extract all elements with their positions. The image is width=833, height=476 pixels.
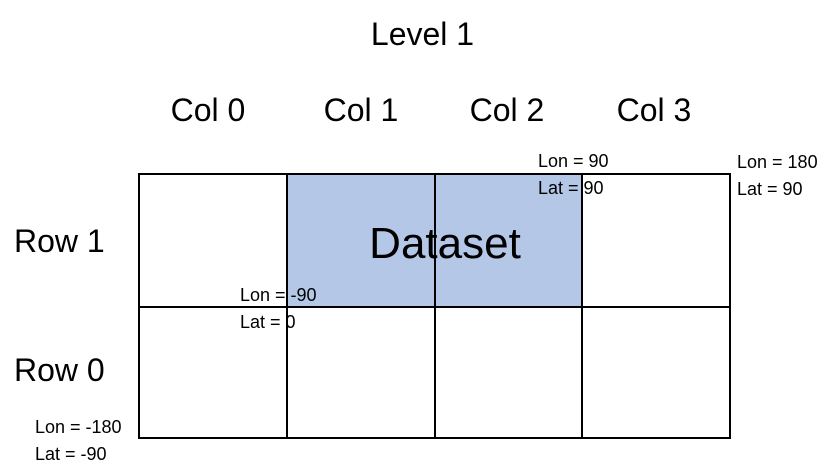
row-label-0: Row 0 [14, 352, 105, 388]
coord-bottom-left-lat: Lat = -90 [35, 444, 107, 464]
coord-dataset-top-right-lon: Lon = 90 [538, 151, 609, 171]
grid-line-col-4 [729, 173, 731, 439]
coord-bottom-left-lon: Lon = -180 [35, 417, 122, 437]
dataset-label: Dataset [369, 219, 521, 268]
coord-dataset-bottom-left-lat: Lat = 0 [240, 312, 296, 332]
column-label-1: Col 1 [323, 92, 399, 128]
diagram-title: Level 1 [370, 16, 475, 52]
column-label-2: Col 2 [469, 92, 545, 128]
column-label-0: Col 0 [170, 92, 246, 128]
row-label-1: Row 1 [14, 223, 105, 259]
grid-line-col-1 [286, 173, 288, 439]
grid-line-col-0 [138, 173, 140, 439]
grid-line-col-3 [581, 173, 583, 439]
column-label-3: Col 3 [616, 92, 692, 128]
coord-top-right-lon: Lon = 180 [737, 152, 818, 172]
coord-dataset-top-right-lat: Lat = 90 [538, 178, 604, 198]
coord-dataset-bottom-left-lon: Lon = -90 [240, 285, 317, 305]
grid-line-col-2 [434, 173, 436, 439]
coord-top-right-lat: Lat = 90 [737, 179, 803, 199]
